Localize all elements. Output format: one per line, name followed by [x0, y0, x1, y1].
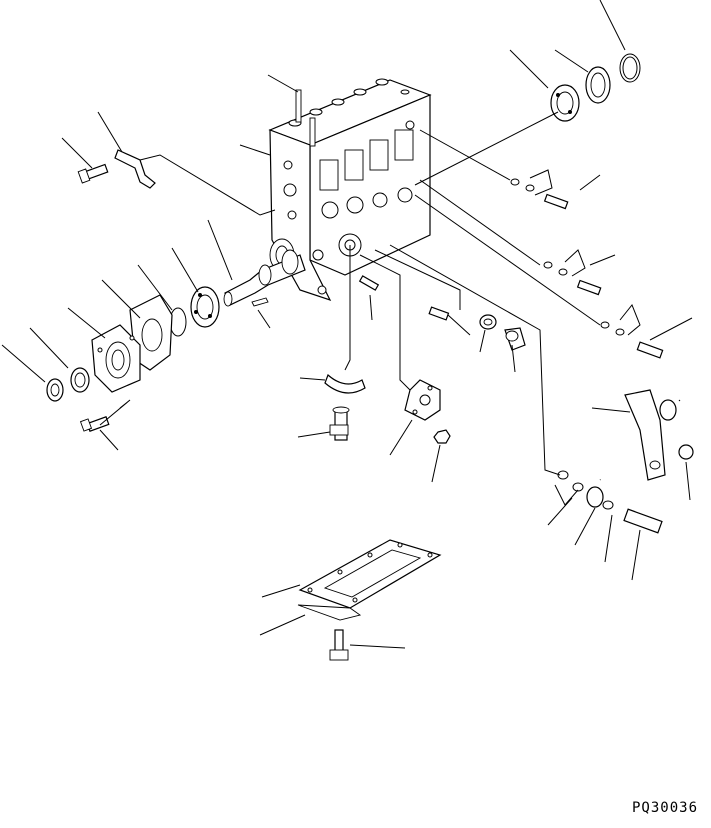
banjo-bolt — [329, 406, 350, 441]
cover-bolt — [79, 416, 110, 432]
o-ring-upper — [619, 53, 641, 83]
right-small-parts — [510, 178, 664, 359]
bearing-cover — [91, 324, 141, 393]
governor-lever — [586, 389, 681, 508]
cover-screw — [329, 629, 349, 661]
lever-small-parts — [557, 444, 694, 534]
collar — [46, 378, 64, 402]
top-face-holes — [288, 78, 410, 127]
bracket-bolt — [77, 163, 109, 184]
flange-plate — [404, 379, 441, 421]
bottom-cover — [298, 539, 442, 609]
upper-bearing — [550, 84, 580, 122]
camshaft — [223, 249, 306, 307]
top-studs — [295, 89, 316, 147]
oil-seal — [70, 367, 90, 393]
snap-ring — [169, 307, 187, 337]
bracket — [114, 149, 156, 189]
housing-pockets — [319, 120, 415, 257]
hex-nut — [433, 429, 451, 444]
woodruff-key — [251, 297, 269, 307]
drawing-code-label: PQ30036 — [632, 800, 699, 816]
bearing-shell — [324, 373, 366, 394]
leader-lines — [1, 0, 693, 649]
bearing-race — [585, 66, 611, 104]
center-parts — [358, 275, 526, 351]
left-bearing — [190, 286, 220, 328]
bottom-gasket — [297, 604, 362, 621]
